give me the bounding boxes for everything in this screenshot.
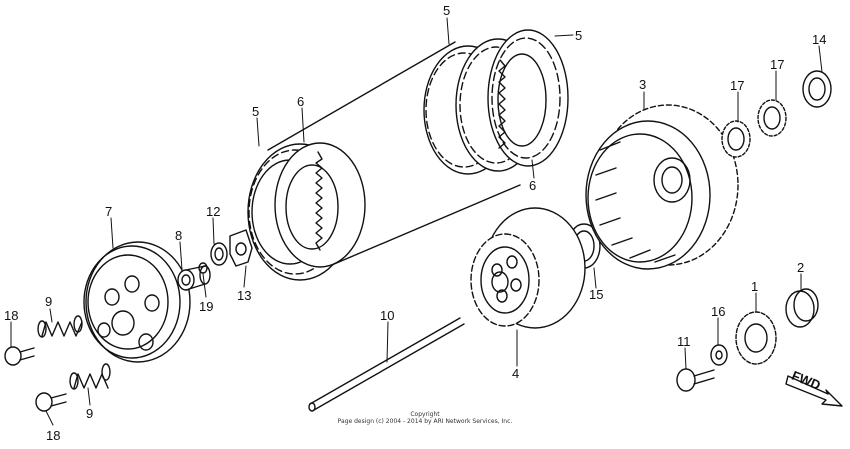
part-5-friction-disc-right [423,29,569,175]
callout-15: 15 [589,287,603,302]
callout-11: 11 [677,334,691,349]
callout-3: 3 [639,77,646,92]
part-1-drive-gear [735,311,777,365]
explode-guide-lines [267,41,521,271]
part-12-bearing [210,242,228,266]
copyright-notice: Page design (c) 2004 - 2014 by ARI Netwo… [337,418,513,425]
callout-17-b: 17 [770,57,784,72]
callout-6-right: 6 [529,178,536,193]
part-2-collar [785,288,819,328]
part-18-bolt-upper [4,346,35,366]
callout-18-upper: 18 [4,308,18,323]
callout-19: 19 [199,299,213,314]
callout-labels: 1 2 3 4 5 5 5 6 6 7 8 9 9 10 11 12 13 14… [4,3,826,443]
callout-6-left: 6 [297,94,304,109]
part-6-steel-plate-left [274,142,366,268]
part-4-clutch-center [470,207,586,329]
callout-5-left: 5 [252,104,259,119]
callout-9-lower: 9 [86,406,93,421]
callout-4: 4 [512,366,519,381]
part-13-lifter-plate [229,229,253,267]
callout-16: 16 [711,304,725,319]
part-18-bolt-lower [35,392,67,412]
forward-arrow-icon [785,375,843,407]
callout-18-lower: 18 [46,428,60,443]
part-17-needle-bearing-b [757,99,787,137]
callout-17-a: 17 [730,78,744,93]
part-10-pushrod [308,317,465,412]
callout-leader-lines [10,17,823,426]
part-8-bolt [177,265,211,291]
callout-13: 13 [237,288,251,303]
part-11-bolt [676,368,715,392]
callout-9-upper: 9 [45,294,52,309]
callout-5-right: 5 [575,28,582,43]
callout-1: 1 [751,279,758,294]
callout-10: 10 [380,308,394,323]
copyright-title: Copyright [410,411,440,418]
callout-8: 8 [175,228,182,243]
part-3-clutch-outer [585,104,739,270]
part-9-spring-lower [69,363,111,390]
callout-14: 14 [812,32,826,47]
part-17-needle-bearing-a [721,120,751,158]
callout-2: 2 [797,260,804,275]
part-6-steel-plate-right [498,59,506,149]
callout-5-top: 5 [443,3,450,18]
part-7-pressure-plate [83,241,191,363]
callout-7: 7 [105,204,112,219]
part-16-washer [710,344,728,366]
callout-12: 12 [206,204,220,219]
part-9-spring-upper [37,315,83,338]
part-19-collar [198,262,208,274]
part-14-thrust-washer [802,70,832,108]
